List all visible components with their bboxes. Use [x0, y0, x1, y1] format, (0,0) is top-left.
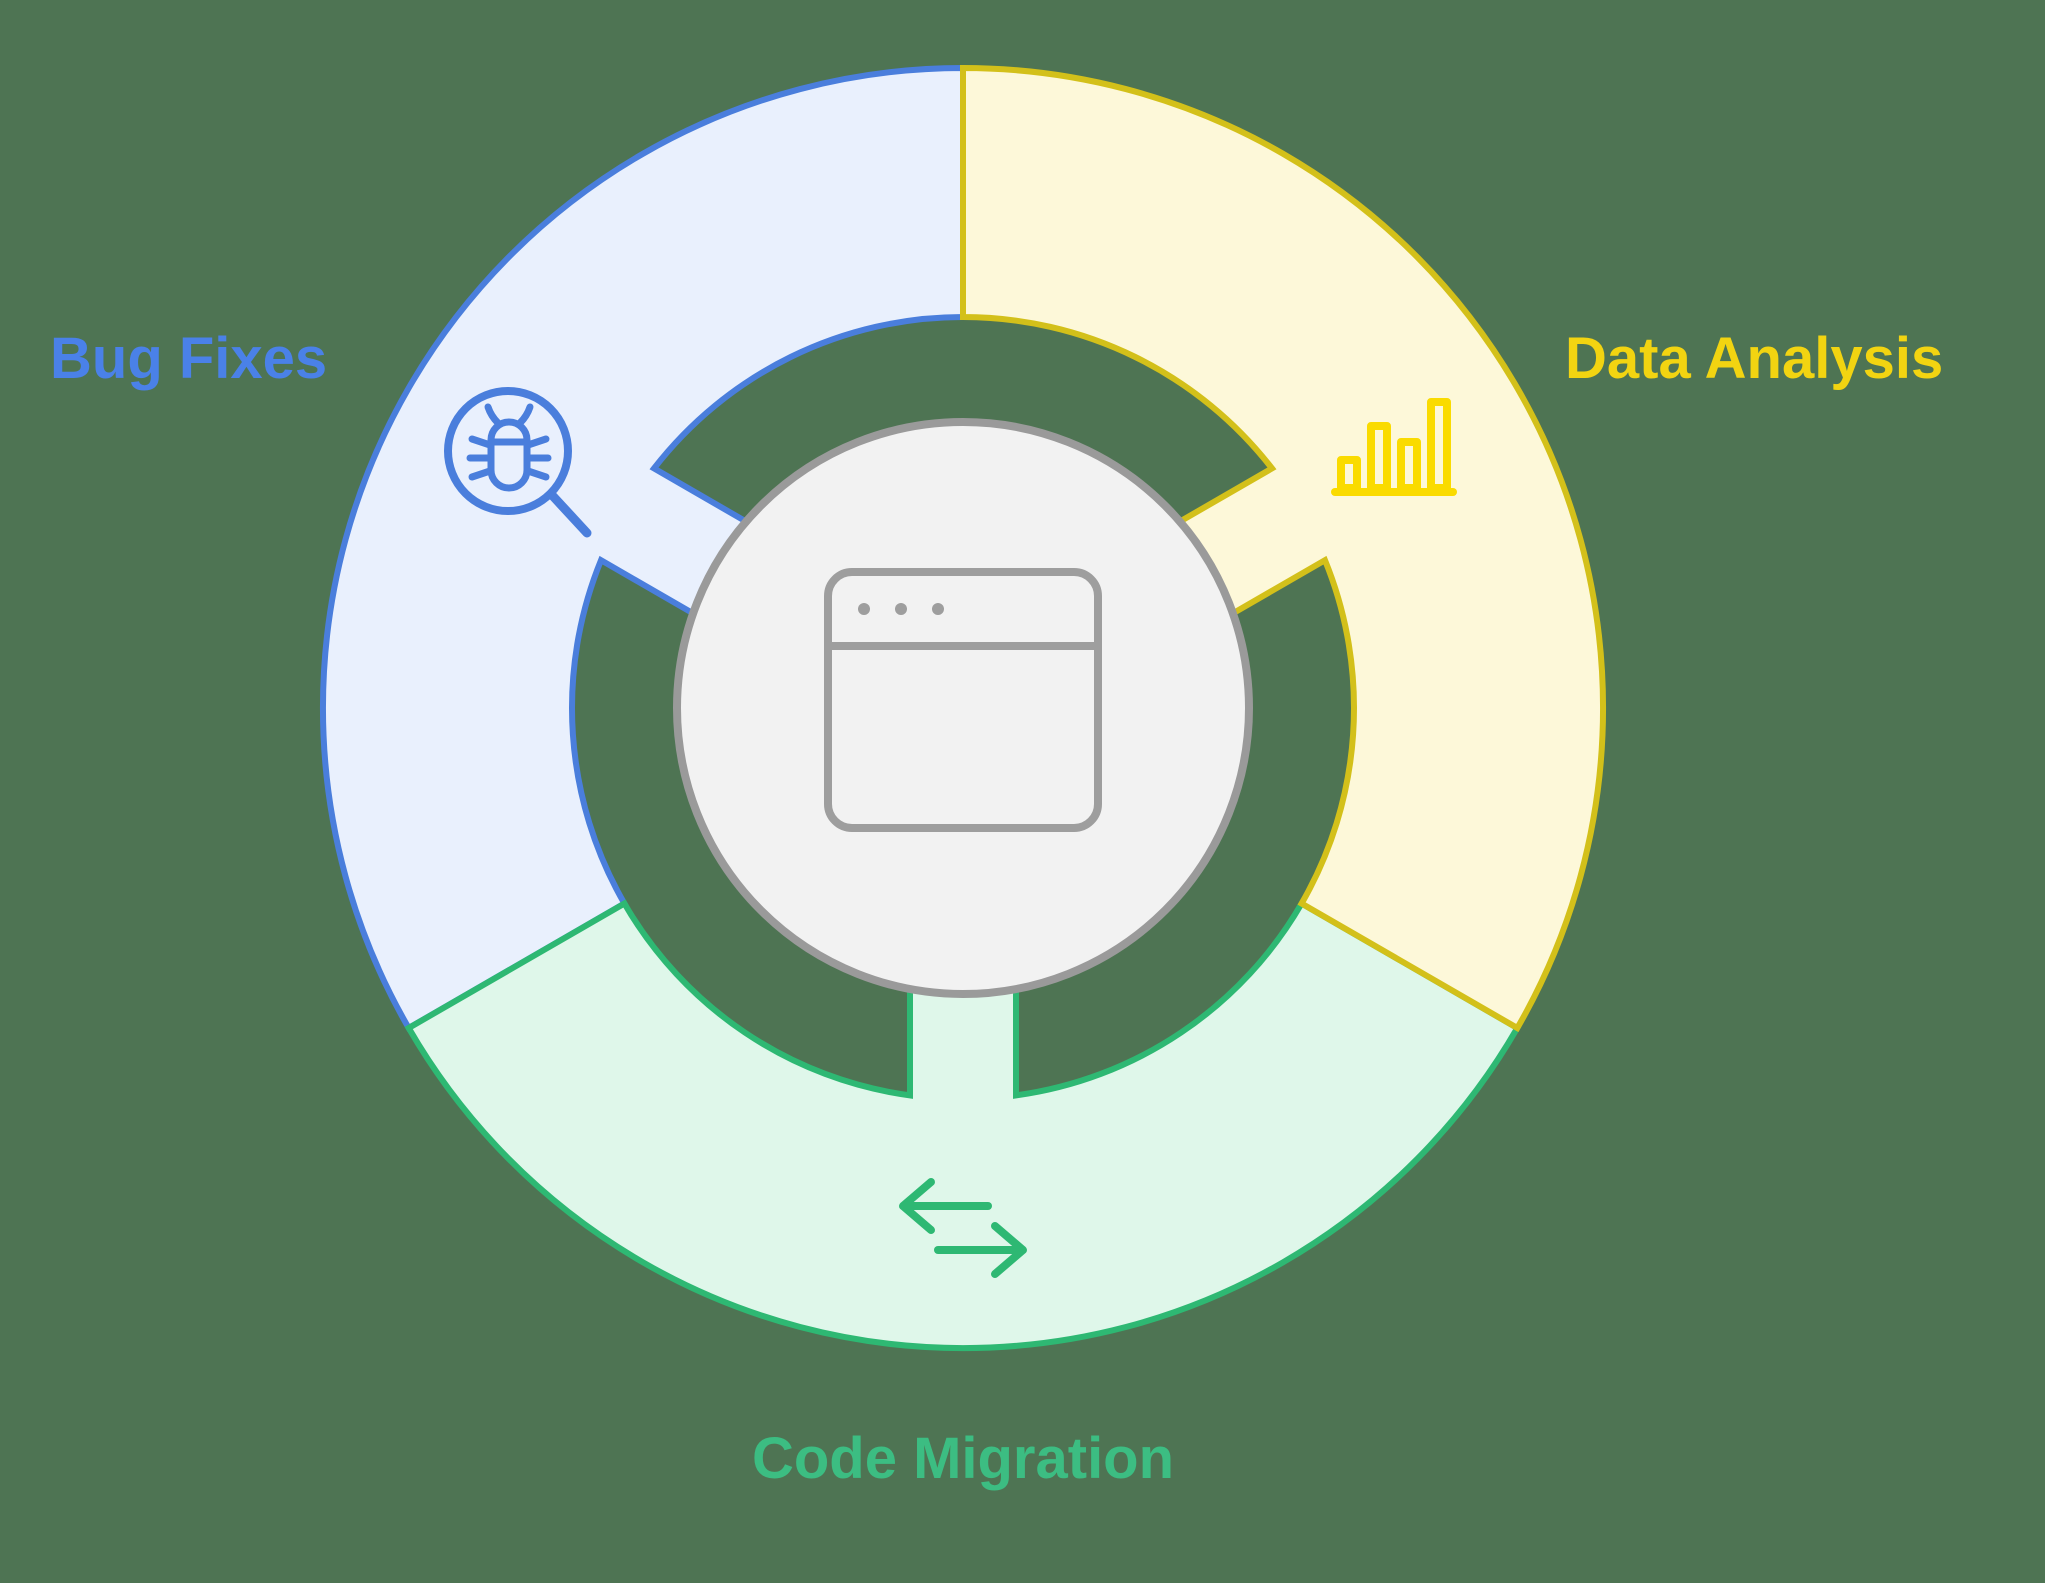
bug-magnifier-icon: [444, 387, 592, 538]
bug-leg: [468, 435, 494, 449]
label-data-analysis: Data Analysis: [1565, 326, 1943, 391]
segment-code-migration: [404, 899, 1522, 1352]
segment-data-analysis: [960, 64, 1607, 1033]
arrow-left: [899, 1178, 992, 1234]
bug-leg: [524, 435, 550, 449]
browser-dot: [895, 603, 907, 615]
bug-leg: [524, 467, 550, 481]
bug-leg: [468, 467, 494, 481]
bar-chart-bar-4: [1427, 398, 1451, 492]
magnifier-handle: [546, 489, 592, 538]
browser-window-icon: [824, 568, 1102, 832]
browser-dot: [858, 603, 870, 615]
browser-dots: [858, 603, 944, 615]
browser-dot: [932, 603, 944, 615]
bar-chart-bar-1: [1337, 456, 1361, 492]
label-code-migration: Code Migration: [752, 1426, 1174, 1491]
bug-antenna-left: [484, 403, 502, 427]
transfer-arrows-icon: [899, 1178, 1027, 1278]
label-bug-fixes: Bug Fixes: [50, 326, 327, 391]
browser-frame: [824, 568, 1102, 832]
magnifier-lens: [444, 387, 572, 515]
bar-chart-bar-2: [1367, 422, 1391, 492]
segment-bug-fixes-shape: [319, 64, 966, 1033]
segment-data-analysis-shape: [960, 64, 1607, 1033]
bug-antenna-right: [516, 403, 534, 427]
bar-chart-icon: [1331, 398, 1457, 496]
bar-chart-bar-3: [1397, 438, 1421, 492]
center-circle: [673, 418, 1253, 998]
arrow-left-head: [899, 1178, 935, 1234]
segment-bug-fixes: [319, 64, 966, 1033]
arrow-right-head: [991, 1222, 1027, 1278]
arrow-right: [934, 1222, 1027, 1278]
segment-code-migration-shape: [404, 899, 1522, 1352]
